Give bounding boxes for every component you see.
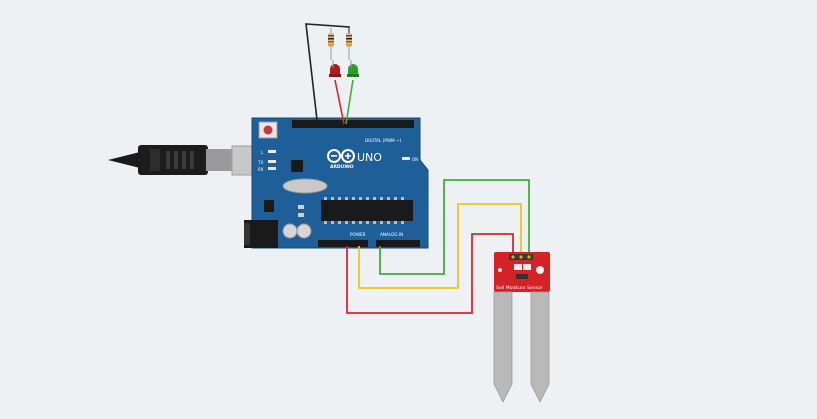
wire-red-led[interactable] <box>334 79 345 125</box>
on-led <box>402 157 410 160</box>
analog-label: ANALOG IN <box>380 232 403 237</box>
resistor-2[interactable] <box>346 28 352 60</box>
on-label: ON <box>412 157 418 162</box>
rx-led <box>268 167 276 170</box>
l-label: L <box>261 150 264 155</box>
capacitor <box>282 223 298 239</box>
l-led <box>268 150 276 153</box>
sensor-probe-left <box>493 291 513 403</box>
arduino-uno-board[interactable]: L TX RX ON DIGITAL (PWM ~) POWER ANALOG … <box>244 117 429 249</box>
wire-yellow-vcc[interactable] <box>358 203 522 289</box>
wire-black[interactable] <box>305 23 350 121</box>
arduino-model: UNO <box>357 151 382 164</box>
wire-red-gnd[interactable] <box>346 233 514 314</box>
power-header <box>318 240 368 247</box>
arduino-logo <box>327 149 355 163</box>
crystal-oscillator <box>282 178 328 194</box>
sensor-probe-right <box>530 291 550 403</box>
microcontroller-chip <box>321 200 413 221</box>
capacitor <box>296 223 312 239</box>
usb-cable[interactable] <box>108 145 232 175</box>
digital-label: DIGITAL (PWM ~) <box>365 138 401 143</box>
led-red[interactable] <box>329 60 341 77</box>
usb-chip <box>291 160 303 172</box>
power-label: POWER <box>350 232 366 237</box>
led-green[interactable] <box>347 60 359 77</box>
wire-green-led[interactable] <box>345 79 354 125</box>
rx-label: RX <box>258 167 264 172</box>
soil-moisture-sensor[interactable]: Soil Moisture Sensor <box>493 252 550 403</box>
digital-header <box>292 120 414 128</box>
analog-header <box>376 240 420 247</box>
resistor-1[interactable] <box>328 28 334 60</box>
arduino-brand: ARDUINO <box>330 164 354 170</box>
regulator-chip <box>264 200 274 212</box>
tx-led <box>268 160 276 163</box>
tx-label: TX <box>257 160 263 165</box>
wire-green-signal[interactable] <box>379 179 530 275</box>
sensor-label: Soil Moisture Sensor <box>496 285 543 291</box>
